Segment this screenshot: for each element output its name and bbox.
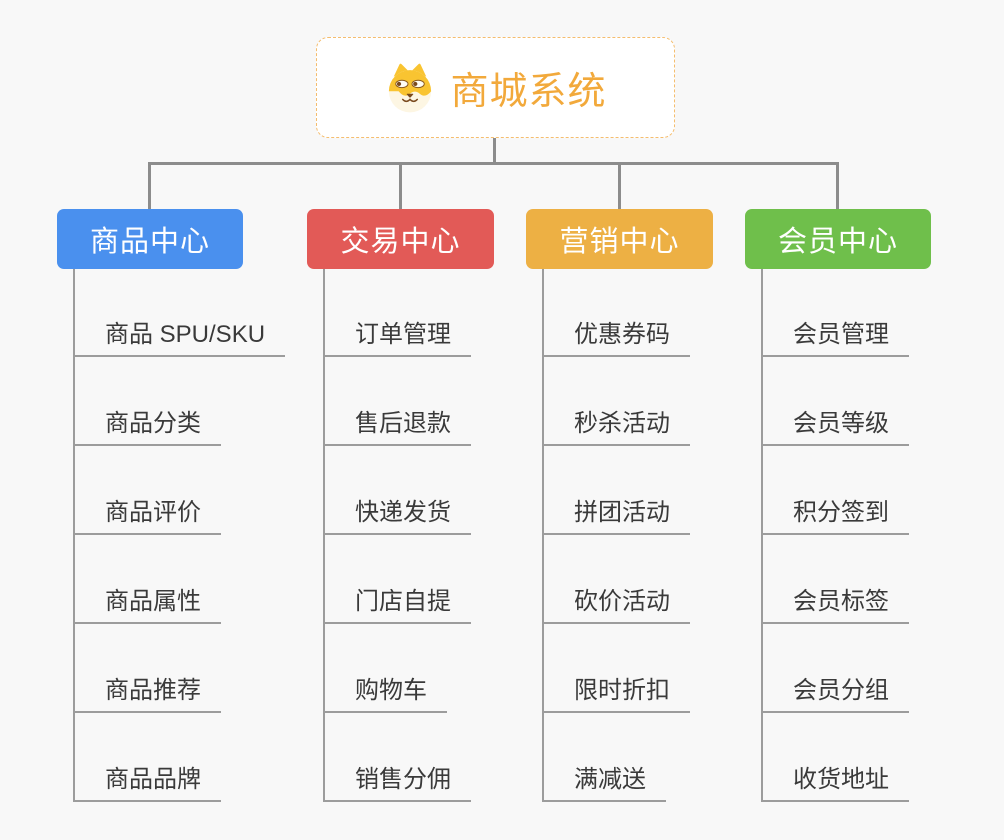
leaf-node[interactable]: 砍价活动 xyxy=(542,588,690,624)
leaf-node[interactable]: 会员分组 xyxy=(761,677,909,713)
leaf-node[interactable]: 门店自提 xyxy=(323,588,471,624)
leaf-node[interactable]: 积分签到 xyxy=(761,499,909,535)
drop-line-product xyxy=(148,162,151,210)
drop-line-member xyxy=(836,162,839,210)
branch-line-member xyxy=(761,269,763,802)
leaf-node[interactable]: 会员标签 xyxy=(761,588,909,624)
drop-line-marketing xyxy=(618,162,621,210)
leaf-node[interactable]: 购物车 xyxy=(323,677,447,713)
leaf-node[interactable]: 商品分类 xyxy=(73,410,221,446)
leaf-node[interactable]: 优惠券码 xyxy=(542,321,690,357)
leaf-node[interactable]: 限时折扣 xyxy=(542,677,690,713)
leaf-node[interactable]: 会员管理 xyxy=(761,321,909,357)
root-node[interactable]: 商城系统 xyxy=(316,37,675,138)
leaf-node[interactable]: 商品品牌 xyxy=(73,766,221,802)
branch-header-trade[interactable]: 交易中心 xyxy=(307,209,494,269)
leaf-node[interactable]: 会员等级 xyxy=(761,410,909,446)
root-connector-stub xyxy=(493,137,496,164)
leaf-node[interactable]: 商品推荐 xyxy=(73,677,221,713)
branch-line-trade xyxy=(323,269,325,802)
leaf-node[interactable]: 商品属性 xyxy=(73,588,221,624)
leaf-node[interactable]: 秒杀活动 xyxy=(542,410,690,446)
branch-header-member[interactable]: 会员中心 xyxy=(745,209,931,269)
leaf-node[interactable]: 订单管理 xyxy=(323,321,471,357)
branch-header-product[interactable]: 商品中心 xyxy=(57,209,243,269)
branch-header-marketing[interactable]: 营销中心 xyxy=(526,209,713,269)
leaf-node[interactable]: 售后退款 xyxy=(323,410,471,446)
leaf-node[interactable]: 拼团活动 xyxy=(542,499,690,535)
root-title: 商城系统 xyxy=(450,71,607,113)
branch-line-product xyxy=(73,269,75,802)
leaf-node[interactable]: 商品 SPU/SKU xyxy=(73,321,286,357)
leaf-node[interactable]: 收货地址 xyxy=(761,766,909,802)
leaf-node[interactable]: 销售分佣 xyxy=(323,766,471,802)
leaf-node[interactable]: 快递发货 xyxy=(323,499,471,535)
branch-line-marketing xyxy=(542,269,544,802)
leaf-node[interactable]: 商品评价 xyxy=(73,499,221,535)
drop-line-trade xyxy=(399,162,402,210)
leaf-node[interactable]: 满减送 xyxy=(542,766,666,802)
branch-rail-line xyxy=(148,162,839,165)
dog-face-icon xyxy=(389,63,432,112)
